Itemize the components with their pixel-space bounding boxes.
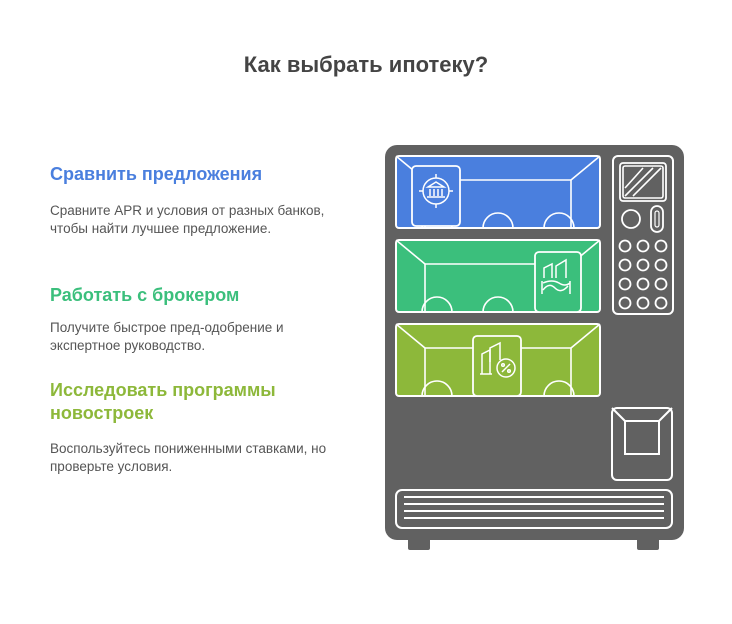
keypad-button (618, 258, 632, 272)
keypad-button (636, 239, 650, 253)
keypad-button (618, 277, 632, 291)
machine-foot-left (408, 538, 430, 550)
keypad-button (654, 239, 668, 253)
coin-slot (650, 205, 664, 233)
item-title-broker: Работать с брокером (50, 285, 240, 305)
control-panel (612, 155, 674, 315)
machine-foot-right (637, 538, 659, 550)
keypad-button (636, 258, 650, 272)
keypad-button (654, 296, 668, 310)
shelf-compare (395, 155, 601, 229)
keypad-button (654, 277, 668, 291)
vending-machine-diagram (385, 145, 684, 550)
item-title-new-builds: Исследовать программы новостроек (50, 380, 276, 423)
dispenser-door (611, 407, 673, 481)
handshake-icon (541, 258, 571, 294)
item-desc-compare: Сравните APR и условия от разных банков,… (50, 203, 325, 236)
item-title-compare: Сравнить предложения (50, 164, 263, 184)
building-percent-icon (480, 341, 516, 378)
shelf-new-builds (395, 323, 601, 397)
keypad (618, 239, 668, 310)
keypad-button (636, 296, 650, 310)
shelf-broker (395, 239, 601, 313)
page-title: Как выбрать ипотеку? (243, 52, 489, 77)
pickup-vent (395, 489, 673, 529)
display-screen (619, 162, 667, 202)
item-desc-new-builds: Воспользуйтесь пониженными ставками, но … (50, 441, 327, 474)
coin-button (621, 209, 641, 229)
keypad-button (654, 258, 668, 272)
keypad-button (618, 296, 632, 310)
keypad-button (636, 277, 650, 291)
bank-icon (419, 174, 453, 208)
keypad-button (618, 239, 632, 253)
item-desc-broker: Получите быстрое пред-одобрение и экспер… (50, 320, 284, 353)
